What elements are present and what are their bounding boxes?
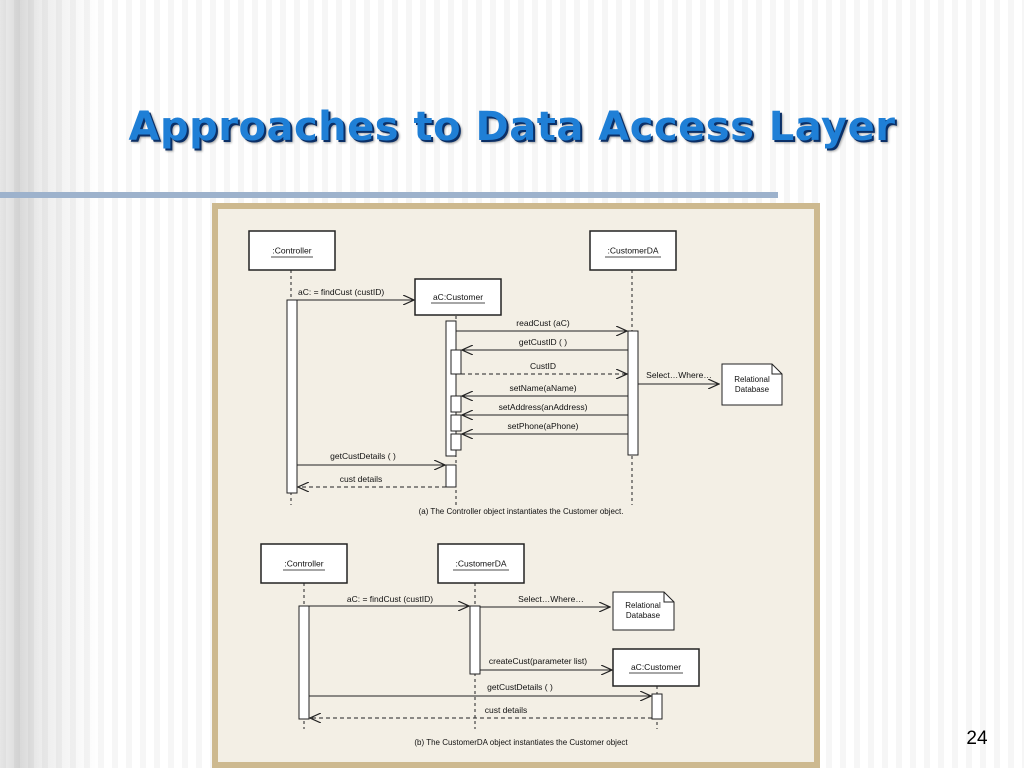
- customer-label-b: aC:Customer: [631, 662, 681, 672]
- database-note-b: [612, 591, 675, 631]
- controller-box-a: [248, 230, 336, 271]
- customer-activation-getid: [450, 349, 462, 375]
- customer-label-a: aC:Customer: [433, 292, 483, 302]
- diagram-a: [248, 230, 783, 505]
- customer-box-a: [414, 278, 502, 316]
- database-note-fold-a: [771, 364, 782, 375]
- database-label-a-line2: Database: [735, 385, 770, 394]
- customer-activation-setaddress: [450, 414, 462, 432]
- database-note-fold-b: [663, 592, 674, 603]
- diagram-a-labels: :Controller :CustomerDA aC:Customer aC: …: [271, 246, 770, 516]
- customer-activation-setphone: [450, 433, 462, 451]
- label-setphone: setPhone(aPhone): [508, 421, 579, 431]
- label-findcust-b: aC: = findCust (custID): [347, 594, 433, 604]
- label-readcust: readCust (aC): [516, 318, 570, 328]
- title-divider: [0, 192, 778, 198]
- customer-activation-setname: [450, 395, 462, 413]
- label-setname: setName(aName): [509, 383, 576, 393]
- sequence-diagram-frame: :Controller :CustomerDA aC:Customer aC: …: [212, 203, 820, 768]
- label-select-b: Select…Where…: [518, 594, 584, 604]
- database-note-a: [721, 363, 783, 406]
- label-custdetails-b: cust details: [485, 705, 528, 715]
- customer-activation-details: [445, 464, 457, 488]
- customerda-activation-a: [627, 330, 639, 456]
- customerda-activation-b: [469, 605, 481, 675]
- label-createcust: createCust(parameter list): [489, 656, 587, 666]
- customerda-label-b: :CustomerDA: [455, 559, 506, 569]
- customer-activation-a: [445, 320, 457, 457]
- label-findcust-a: aC: = findCust (custID): [298, 287, 384, 297]
- label-getcustdetails-b: getCustDetails ( ): [487, 682, 553, 692]
- controller-label-b: :Controller: [284, 559, 323, 569]
- label-select-a: Select…Where…: [646, 370, 712, 380]
- diagram-b: [260, 543, 700, 729]
- label-custdetails-a: cust details: [340, 474, 383, 484]
- controller-activation-b: [298, 605, 310, 720]
- database-label-b-line1: Relational: [625, 601, 661, 610]
- controller-box-b: [260, 543, 348, 584]
- controller-label-a: :Controller: [272, 246, 311, 256]
- label-getcustdetails-a: getCustDetails ( ): [330, 451, 396, 461]
- label-getcustid: getCustID ( ): [519, 337, 567, 347]
- caption-a: (a) The Controller object instantiates t…: [419, 507, 624, 516]
- controller-activation-a: [286, 299, 298, 494]
- database-label-a-line1: Relational: [734, 375, 770, 384]
- customerda-box-b: [437, 543, 525, 584]
- database-label-b-line2: Database: [626, 611, 661, 620]
- page-number: 24: [966, 728, 988, 749]
- customerda-label-a: :CustomerDA: [607, 246, 658, 256]
- customerda-box-a: [589, 230, 677, 271]
- sequence-diagrams: :Controller :CustomerDA aC:Customer aC: …: [218, 209, 814, 762]
- label-setaddress: setAddress(anAddress): [499, 402, 588, 412]
- slide-title: Approaches to Data Access Layer: [128, 104, 896, 150]
- caption-b: (b) The CustomerDA object instantiates t…: [414, 738, 628, 747]
- diagram-b-labels: :Controller :CustomerDA aC:Customer aC: …: [283, 559, 683, 747]
- customer-activation-b: [651, 693, 663, 720]
- label-custid: CustID: [530, 361, 556, 371]
- customer-box-b: [612, 648, 700, 687]
